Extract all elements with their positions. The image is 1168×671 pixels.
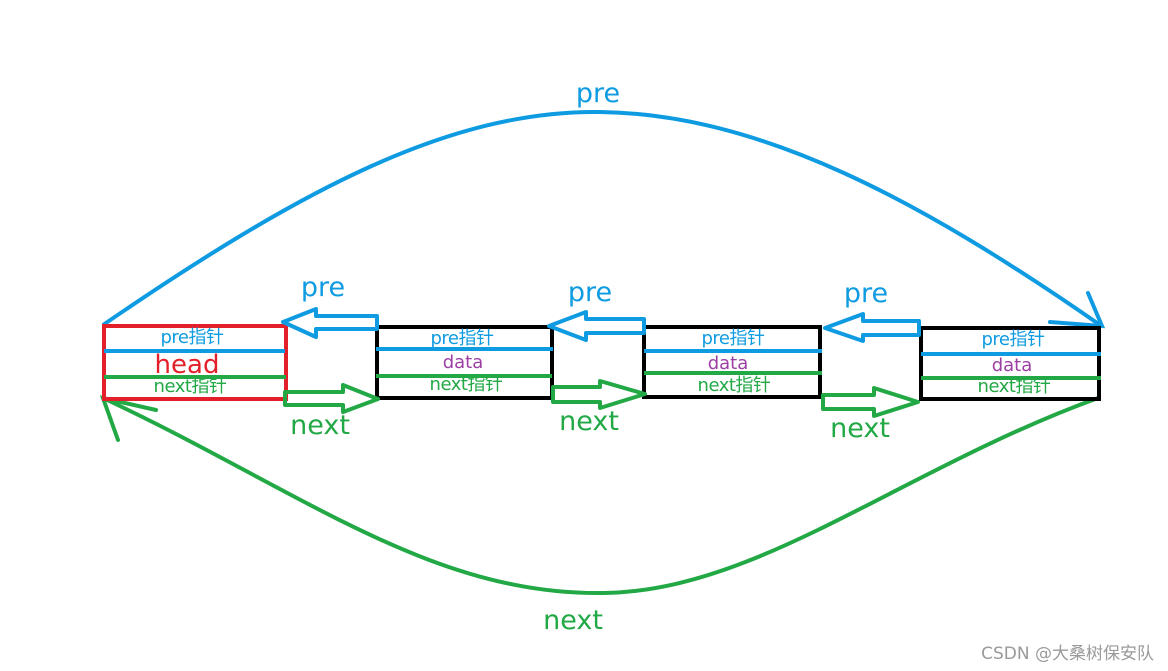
top-pre-label: pre (575, 78, 621, 109)
next-arrow-3 (821, 386, 920, 418)
node-2-pre-field: pre指针 (430, 328, 494, 349)
next-label-1: next (290, 410, 350, 441)
top-pre-arrowhead (1048, 291, 1106, 329)
pre-arrow-1 (281, 307, 379, 339)
bottom-next-arc (102, 396, 1099, 596)
node-3-box (642, 325, 822, 399)
head-node-box (102, 324, 288, 401)
node-2-next-field: next指针 (429, 374, 503, 395)
head-pre-field: pre指针 (160, 327, 224, 348)
pre-arrow-3 (823, 312, 921, 343)
pre-label-1: pre (300, 272, 346, 303)
node-4-box (919, 326, 1101, 401)
watermark: CSDN @大桑树保安队 (981, 644, 1154, 664)
node-2-data: data (442, 352, 484, 373)
pre-label-2: pre (567, 277, 613, 308)
head-next-field: next指针 (153, 376, 227, 397)
node-4-next-field: next指针 (977, 376, 1051, 397)
node-3-next-field: next指针 (697, 375, 771, 396)
head-label: head (154, 350, 220, 380)
next-arrow-1 (283, 383, 380, 414)
next-label-2: next (559, 406, 619, 437)
pre-arrow-2 (547, 310, 646, 342)
node-3-pre-field: pre指针 (701, 328, 765, 349)
node-3-data: data (707, 353, 749, 374)
next-label-3: next (830, 413, 890, 444)
top-pre-arc (101, 109, 1102, 327)
node-4-data: data (991, 355, 1033, 376)
node-2-box (375, 325, 554, 400)
pre-label-3: pre (843, 278, 889, 309)
bottom-next-label: next (543, 605, 603, 636)
next-arrow-2 (551, 379, 647, 410)
node-4-pre-field: pre指针 (981, 329, 1045, 350)
